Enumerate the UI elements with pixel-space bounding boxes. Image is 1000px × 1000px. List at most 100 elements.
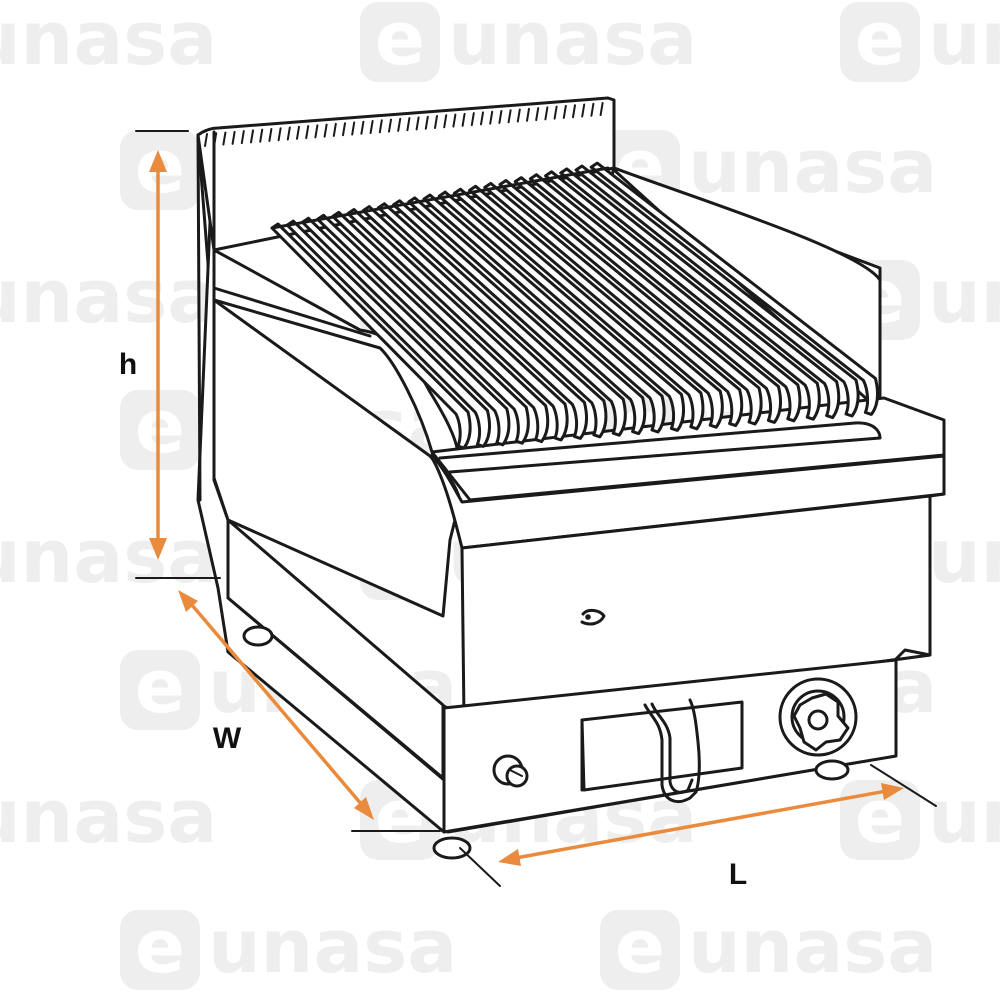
grill-bar <box>468 184 724 429</box>
grill-bar <box>589 161 879 416</box>
svg-text:unasa: unasa <box>928 254 1000 340</box>
inspection-hole-dot <box>585 614 591 620</box>
vent-slot <box>323 123 328 138</box>
grill-bar <box>437 190 685 432</box>
vent-slot <box>388 118 392 133</box>
grill-bar <box>528 173 802 423</box>
foot-front-right <box>814 759 850 781</box>
svg-text:unasa: unasa <box>928 514 1000 600</box>
vent-slot <box>397 117 402 132</box>
vent-slot <box>599 102 604 117</box>
grill-bar <box>483 181 744 428</box>
vent-slot <box>351 121 356 136</box>
inspection-hole-icon <box>580 608 606 626</box>
vent-slot <box>461 112 466 127</box>
svg-text:e: e <box>855 0 905 82</box>
vent-slot <box>240 130 245 145</box>
grill-bar <box>559 167 841 420</box>
dimension-width: W <box>178 590 441 832</box>
svg-text:e: e <box>615 904 665 990</box>
vent-slot <box>342 122 346 137</box>
dimension-height: h <box>119 130 221 579</box>
vent-slot <box>544 106 549 121</box>
svg-text:unasa: unasa <box>0 774 217 860</box>
grill-bars <box>204 102 879 450</box>
vent-slot <box>296 125 300 140</box>
svg-text:unasa: unasa <box>208 904 457 990</box>
control-knob <box>778 677 858 757</box>
vent-slot <box>213 132 218 147</box>
grill-bar <box>285 219 491 448</box>
vent-slot <box>553 105 558 120</box>
grill-bar <box>316 213 530 445</box>
svg-text:e: e <box>135 384 185 470</box>
vent-slot <box>443 114 448 129</box>
vent-slot <box>222 131 227 146</box>
svg-text:e: e <box>375 0 425 82</box>
vent-slot <box>332 122 337 137</box>
grill-bar <box>452 187 705 431</box>
width-label: W <box>213 722 242 755</box>
svg-text:unasa: unasa <box>688 124 937 210</box>
vent-slot <box>424 115 429 130</box>
ignition-button <box>492 754 529 788</box>
vent-slot <box>535 107 540 122</box>
vent-slot <box>470 112 475 127</box>
svg-text:unasa: unasa <box>0 0 217 82</box>
foot-front-left <box>432 836 472 860</box>
vent-slot <box>480 111 484 126</box>
svg-text:unasa: unasa <box>928 774 1000 860</box>
svg-text:unasa: unasa <box>0 514 217 600</box>
dimension-length: L <box>459 764 937 891</box>
vent-slot <box>378 119 383 134</box>
vent-slot <box>277 127 282 142</box>
left-cheek-line <box>212 286 372 338</box>
vent-slot <box>590 102 595 117</box>
drip-channel <box>438 421 882 474</box>
vent-slot <box>507 109 512 124</box>
grill-bar <box>346 208 569 442</box>
svg-text:e: e <box>135 904 185 990</box>
height-label: h <box>119 348 137 381</box>
grill-bar <box>376 202 608 439</box>
vent-slot <box>259 128 264 143</box>
vent-slot <box>489 110 494 125</box>
length-label: L <box>729 858 747 891</box>
grill-bar <box>513 176 782 424</box>
front-body-right-edge <box>928 492 946 498</box>
foot-back-left <box>242 625 274 647</box>
vent-slot <box>314 124 319 139</box>
vent-slot <box>406 117 411 132</box>
grill-bar <box>331 210 550 444</box>
grill-bar <box>498 179 763 426</box>
grill-top-edge <box>270 166 610 230</box>
vent-slot <box>250 129 254 144</box>
grill-bar <box>300 216 511 447</box>
vent-slot <box>305 125 310 140</box>
vent-slot <box>572 104 576 119</box>
grill-bar <box>422 193 666 434</box>
svg-text:unasa: unasa <box>448 0 697 82</box>
vent-slot <box>498 109 503 124</box>
grill-bar <box>574 164 860 418</box>
vent-slot <box>415 116 420 131</box>
svg-text:e: e <box>135 644 185 730</box>
vent-slot <box>562 104 567 119</box>
svg-text:unasa: unasa <box>928 0 1000 82</box>
vent-slot <box>231 130 236 145</box>
grill-bar <box>361 205 588 440</box>
svg-text:unasa: unasa <box>0 254 217 340</box>
vent-slot <box>452 113 457 128</box>
drawer-handle <box>643 698 701 803</box>
grill-bar <box>407 196 647 436</box>
grill-bar <box>544 170 821 421</box>
